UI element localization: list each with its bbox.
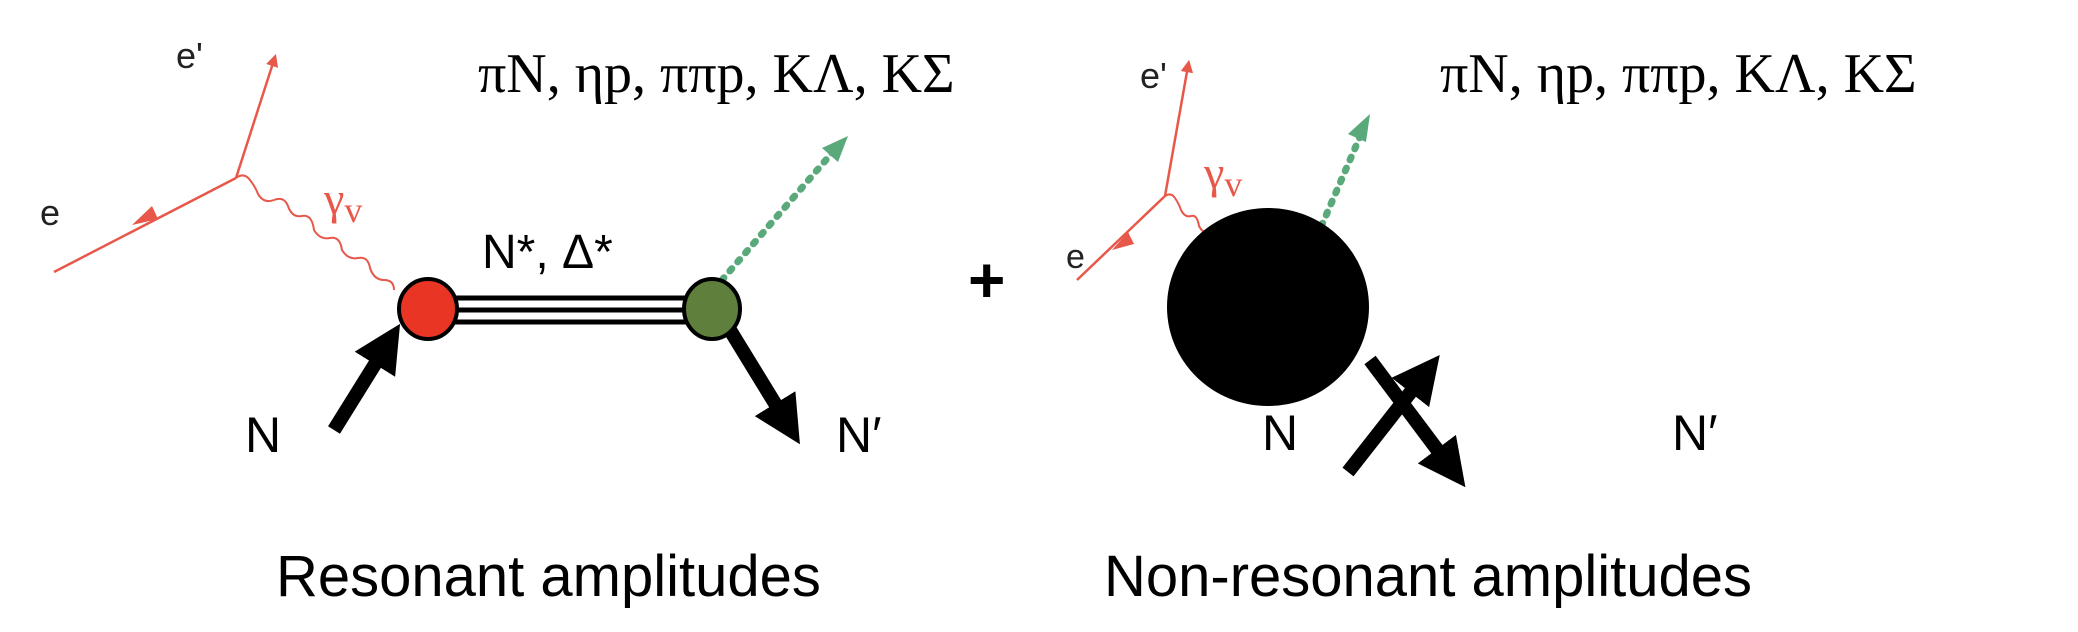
- outgoing-nucleon-line: [724, 326, 800, 445]
- outgoing-electron-label: e': [176, 35, 203, 76]
- non-resonant-caption: Non-resonant amplitudes: [1104, 544, 1752, 609]
- outgoing-nucleon-label: N′: [1672, 405, 1717, 461]
- incoming-nucleon-line: [1342, 355, 1440, 477]
- strong-vertex: [682, 277, 742, 341]
- final-states-label: πN, ηp, ππp, KΛ, KΣ: [1440, 43, 1917, 105]
- incoming-electron-label: e: [1066, 238, 1085, 276]
- incoming-nucleon-label: N: [245, 407, 281, 463]
- plus-operator: +: [968, 244, 1005, 316]
- outgoing-electron-line: [234, 54, 279, 179]
- electron-arrow-icon: [132, 206, 158, 225]
- outgoing-electron-label: e': [1140, 55, 1167, 96]
- incoming-electron-line: [53, 176, 237, 274]
- incoming-nucleon-line: [328, 323, 401, 434]
- meson-line: [718, 142, 842, 284]
- electron-arrow-icon: [1112, 232, 1134, 250]
- resonant-caption: Resonant amplitudes: [276, 544, 821, 609]
- non-resonant-diagram: e e' γv N N′ πN, ηp, ππp, KΛ, KΣ Non-res…: [1066, 43, 1917, 609]
- em-vertex: [397, 277, 459, 341]
- final-states-label: πN, ηp, ππp, KΛ, KΣ: [478, 43, 955, 105]
- virtual-photon-line: [235, 174, 395, 291]
- meson-arrow-icon: [822, 136, 848, 162]
- incoming-nucleon-label: N: [1262, 405, 1298, 461]
- non-resonant-blob: [1167, 208, 1369, 406]
- propagator-label: N*, Δ*: [482, 226, 613, 279]
- resonant-diagram: e e' γv N*, Δ* N N′ πN, ηp, ππp, KΛ, KΣ …: [40, 35, 955, 609]
- resonance-propagator: [430, 295, 715, 325]
- outgoing-electron-line: [1163, 59, 1194, 197]
- meson-arrow-icon: [1348, 114, 1370, 142]
- virtual-photon-label: γv: [323, 173, 362, 230]
- virtual-photon-label: γv: [1203, 147, 1242, 204]
- incoming-electron-line: [1076, 195, 1166, 281]
- incoming-electron-label: e: [40, 192, 60, 233]
- outgoing-nucleon-label: N′: [836, 407, 881, 463]
- outgoing-nucleon-line: [1364, 355, 1466, 488]
